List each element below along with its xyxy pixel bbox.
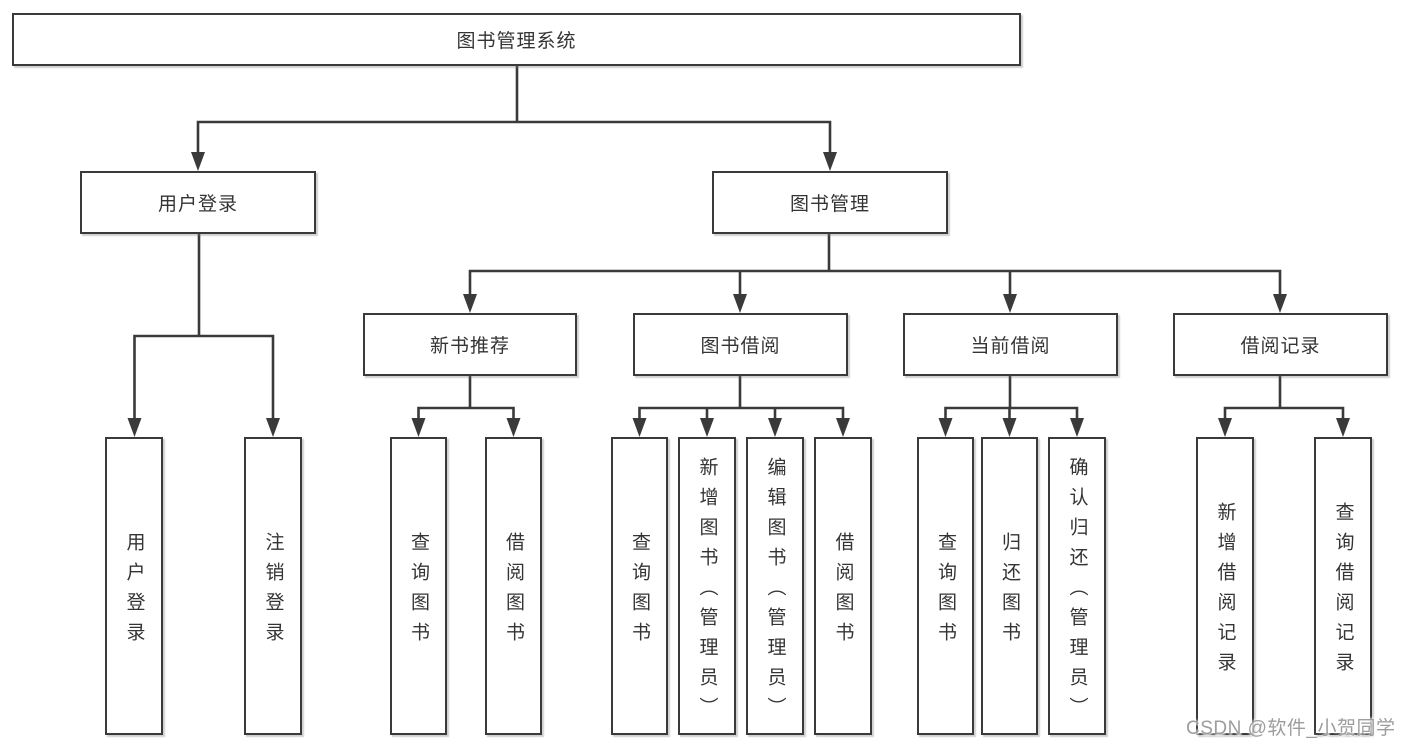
node-current-query-books: 查询图书 bbox=[917, 437, 974, 735]
node-current-confirm-return-admin: 确认归还（管理员） bbox=[1048, 437, 1106, 735]
node-current-return-books-label: 归还图书 bbox=[999, 531, 1020, 652]
node-borrowing-query-books: 查询图书 bbox=[611, 437, 668, 735]
node-borrowing-query-books-label: 查询图书 bbox=[629, 531, 650, 652]
node-recommend-borrow-books-label: 借阅图书 bbox=[503, 531, 524, 652]
node-borrowing-records: 借阅记录 bbox=[1173, 313, 1388, 376]
connector-stems bbox=[133, 66, 1345, 420]
node-recommend-query-books-label: 查询图书 bbox=[408, 531, 429, 652]
node-borrowing-edit-books-admin: 编辑图书（管理员） bbox=[746, 437, 804, 735]
node-user-login-action-label: 用户登录 bbox=[123, 531, 145, 652]
node-borrowing-borrow-books-label: 借阅图书 bbox=[832, 531, 854, 652]
node-recommend-borrow-books: 借阅图书 bbox=[485, 437, 542, 735]
node-logout-action-label: 注销登录 bbox=[262, 531, 284, 652]
node-current-borrowing: 当前借阅 bbox=[903, 313, 1118, 376]
connector-arrowheads bbox=[127, 152, 1350, 437]
node-new-book-recommendation: 新书推荐 bbox=[363, 313, 577, 376]
node-current-borrowing-label: 当前借阅 bbox=[970, 336, 1051, 357]
node-current-query-books-label: 查询图书 bbox=[935, 531, 956, 652]
node-records-add-record-label: 新增借阅记录 bbox=[1214, 501, 1236, 682]
node-borrowing-borrow-books: 借阅图书 bbox=[814, 437, 872, 735]
node-book-borrowing: 图书借阅 bbox=[633, 313, 848, 376]
node-recommend-query-books: 查询图书 bbox=[390, 437, 447, 735]
node-records-query-record-label: 查询借阅记录 bbox=[1332, 501, 1354, 682]
node-borrowing-add-books-admin: 新增图书（管理员） bbox=[678, 437, 736, 735]
node-book-management: 图书管理 bbox=[712, 171, 948, 234]
node-new-book-recommendation-label: 新书推荐 bbox=[429, 336, 510, 357]
node-user-login: 用户登录 bbox=[80, 171, 316, 234]
node-current-confirm-return-admin-label: 确认归还（管理员） bbox=[1066, 456, 1088, 727]
node-book-borrowing-label: 图书借阅 bbox=[700, 336, 781, 357]
node-user-login-action: 用户登录 bbox=[105, 437, 163, 735]
node-borrowing-add-books-admin-label: 新增图书（管理员） bbox=[696, 456, 718, 727]
node-records-query-record: 查询借阅记录 bbox=[1314, 437, 1372, 735]
node-library-system-label: 图书管理系统 bbox=[456, 31, 577, 52]
node-logout-action: 注销登录 bbox=[244, 437, 302, 735]
node-records-add-record: 新增借阅记录 bbox=[1196, 437, 1254, 735]
node-book-management-label: 图书管理 bbox=[789, 194, 870, 215]
watermark-text: CSDN @软件_小贺同学 bbox=[1186, 718, 1396, 739]
node-library-system: 图书管理系统 bbox=[12, 13, 1021, 66]
node-current-return-books: 归还图书 bbox=[981, 437, 1038, 735]
node-borrowing-edit-books-admin-label: 编辑图书（管理员） bbox=[764, 456, 786, 727]
node-user-login-label: 用户登录 bbox=[157, 194, 238, 215]
node-borrowing-records-label: 借阅记录 bbox=[1240, 336, 1321, 357]
